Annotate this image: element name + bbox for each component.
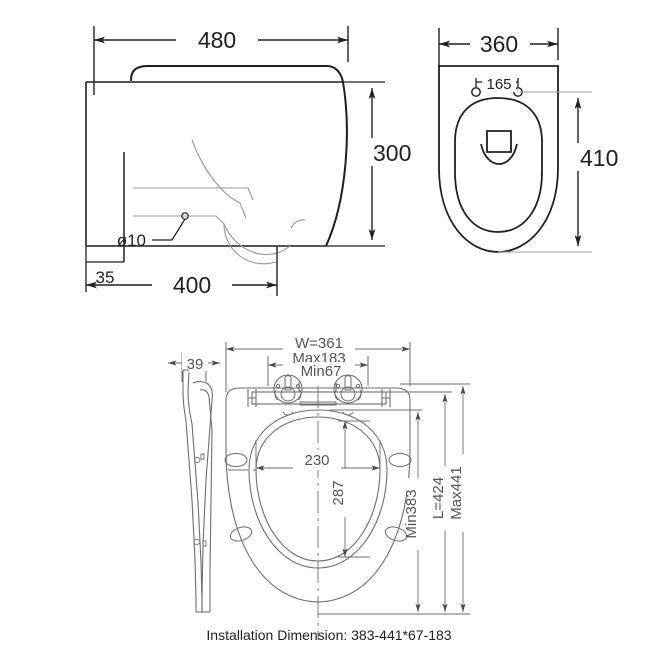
bolt-hole-left [471, 87, 481, 97]
dim-label-min383: Min383 [403, 489, 420, 538]
hinge-bracket-left [247, 389, 257, 407]
hinge-pin-left-a [275, 383, 281, 389]
dim-label-W361: W=361 [295, 335, 343, 352]
bowl-right-profile [325, 81, 348, 247]
hinge-post-left [284, 375, 292, 391]
side-elevation-view: 480 ø10 35 [85, 26, 411, 298]
label-mask-min383 [407, 478, 429, 550]
bumper-pad-bottom-left [229, 526, 253, 542]
bumper-pad-top-left [224, 453, 248, 467]
label-mask-165 [482, 72, 516, 92]
hinge-post-right [344, 375, 352, 391]
hinge-pin-left-b [295, 383, 301, 389]
hinge-bolt-right [340, 386, 356, 402]
label-mask-max441 [452, 454, 474, 532]
dim-label-165: 165 [486, 76, 511, 93]
inner-trap-line [133, 215, 291, 256]
dim-label-35: 35 [96, 268, 115, 287]
hinge-center-plate [299, 401, 337, 406]
flush-symbol-body [486, 130, 512, 153]
label-mask-230 [293, 450, 341, 470]
hinge-clip-right-a [334, 389, 339, 401]
seat-lid-profile-inner [187, 371, 203, 612]
label-mask-480 [176, 27, 258, 53]
bowl-bottom-curve [223, 223, 277, 265]
seat-outer-outline [225, 387, 411, 603]
hinge-shadow-left [282, 411, 294, 416]
label-mask-39 [182, 351, 208, 371]
bowl-inner-curve-upper [191, 139, 247, 219]
seat-ring-profile-inner [199, 389, 213, 612]
installation-dimension-caption: Installation Dimension: 383-441*67-183 [206, 627, 451, 643]
label-mask-300 [355, 138, 391, 166]
hinge-shadow-right [342, 411, 354, 416]
hinge-pin-right-a [335, 383, 341, 389]
label-mask-287 [333, 469, 353, 517]
dim-label-480: 480 [198, 27, 236, 53]
label-mask-360 [470, 31, 530, 57]
label-mask-400 [152, 272, 232, 298]
label-mask-L424 [434, 466, 456, 530]
hinge-stub-profile [200, 453, 205, 460]
hinge-clip-left-b [297, 389, 302, 401]
dim-label-287: 287 [330, 480, 347, 505]
dim-label-39: 39 [187, 356, 204, 373]
leader-line-dia10 [152, 218, 186, 241]
seat-ring-profile-outer [192, 381, 213, 612]
plan-view: 360 165 410 [438, 28, 618, 253]
dim-label-410: 410 [580, 145, 618, 171]
hinge-clip-left-a [274, 389, 279, 401]
hinge-disc-right [333, 374, 363, 404]
dim-label-360: 360 [480, 31, 518, 57]
outlet-detail [290, 219, 306, 229]
dim-label-max441: Max441 [448, 466, 465, 519]
toilet-lid-outline [130, 65, 344, 83]
hinge-clip-right-b [357, 389, 362, 401]
dim-label-L424: L=424 [430, 477, 447, 519]
dim-label-dia10: ø10 [117, 231, 146, 250]
seat-profile-view: 39 [168, 351, 220, 613]
hinge-disc-left [273, 374, 303, 404]
bumper-pad-bottom-right [384, 526, 408, 542]
dim-label-230: 230 [304, 452, 329, 469]
inner-rim-line [133, 187, 254, 201]
seat-plan-view: W=361 Max183 Min67 [224, 334, 474, 640]
dim-label-300: 300 [373, 140, 411, 166]
stop-stub-profile [202, 540, 207, 547]
bumper-lower-profile [193, 539, 201, 545]
hinge-bolt-left [280, 386, 296, 402]
hinge-pin-right-b [355, 383, 361, 389]
label-mask-min67 [296, 362, 348, 382]
label-mask-410 [562, 143, 600, 171]
dim-label-min67: Min67 [301, 363, 342, 380]
flush-symbol-arc [480, 143, 518, 165]
bowl-rim-plan [454, 97, 543, 233]
ceramic-outline-plan [438, 65, 559, 253]
dim-label-400: 400 [173, 272, 211, 298]
seat-lid-profile-outer [182, 370, 197, 612]
bumper-pad-top-right [388, 453, 412, 467]
bumper-upper-profile [194, 457, 201, 463]
